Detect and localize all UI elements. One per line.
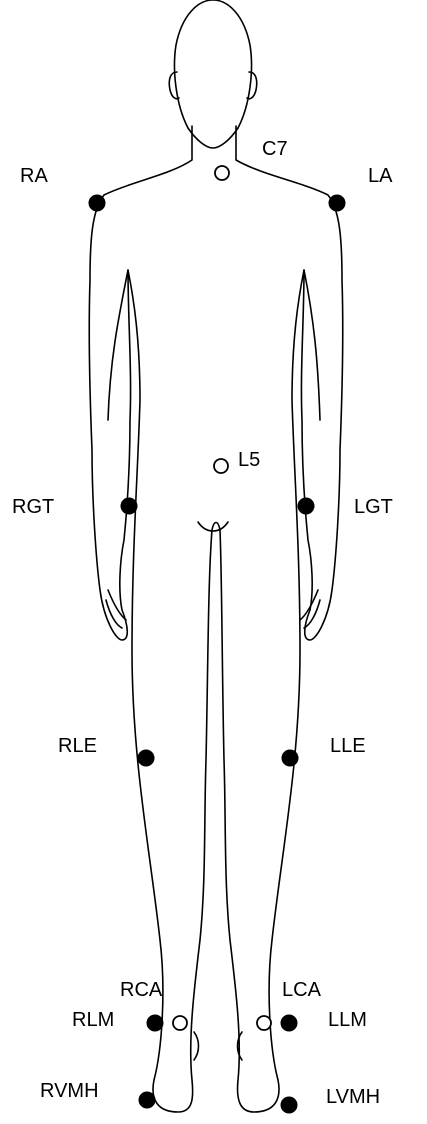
marker-rlm-label: RLM: [72, 1009, 114, 1031]
marker-rlm-dot: [147, 1015, 163, 1031]
chin-outline: [188, 128, 238, 148]
marker-rle-dot: [138, 750, 154, 766]
marker-rgt-dot: [121, 498, 137, 514]
marker-rca-dot: [173, 1016, 187, 1030]
marker-la-label: LA: [368, 165, 393, 187]
marker-lgt-label: LGT: [354, 496, 393, 518]
marker-ra: RA: [20, 165, 105, 211]
marker-rgt-label: RGT: [12, 496, 54, 518]
marker-l5-dot: [214, 459, 228, 473]
marker-c7: C7: [215, 138, 288, 180]
marker-lvmh-label: LVMH: [326, 1086, 380, 1108]
marker-lle-label: LLE: [330, 735, 366, 757]
marker-l5-label: L5: [238, 449, 260, 471]
marker-rlm: RLM: [72, 1009, 163, 1031]
head-outline: [175, 0, 252, 128]
right-ankle-detail: [194, 1032, 199, 1060]
marker-rvmh: RVMH: [40, 1080, 155, 1108]
marker-l5: L5: [214, 449, 260, 473]
marker-lca-label: LCA: [282, 979, 322, 1001]
marker-ra-dot: [89, 195, 105, 211]
marker-c7-label: C7: [262, 138, 288, 160]
marker-la-dot: [329, 195, 345, 211]
marker-llm: LLM: [281, 1009, 367, 1031]
marker-llm-dot: [281, 1015, 297, 1031]
marker-rle: RLE: [58, 735, 154, 766]
marker-rca-label: RCA: [120, 979, 163, 1001]
marker-llm-label: LLM: [328, 1009, 367, 1031]
marker-la: LA: [329, 165, 393, 211]
marker-rle-label: RLE: [58, 735, 97, 757]
marker-lle-dot: [282, 750, 298, 766]
marker-c7-dot: [215, 166, 229, 180]
left-inner-arm: [304, 270, 320, 420]
marker-rgt: RGT: [12, 496, 137, 518]
marker-lca-dot: [257, 1016, 271, 1030]
body-outline: [89, 0, 343, 1112]
marker-rvmh-dot: [139, 1092, 155, 1108]
marker-ra-label: RA: [20, 165, 48, 187]
marker-lgt: LGT: [298, 496, 393, 518]
right-inner-arm: [108, 270, 128, 420]
marker-rvmh-label: RVMH: [40, 1080, 99, 1102]
marker-lgt-dot: [298, 498, 314, 514]
marker-lvmh: LVMH: [281, 1086, 380, 1113]
marker-lvmh-dot: [281, 1097, 297, 1113]
